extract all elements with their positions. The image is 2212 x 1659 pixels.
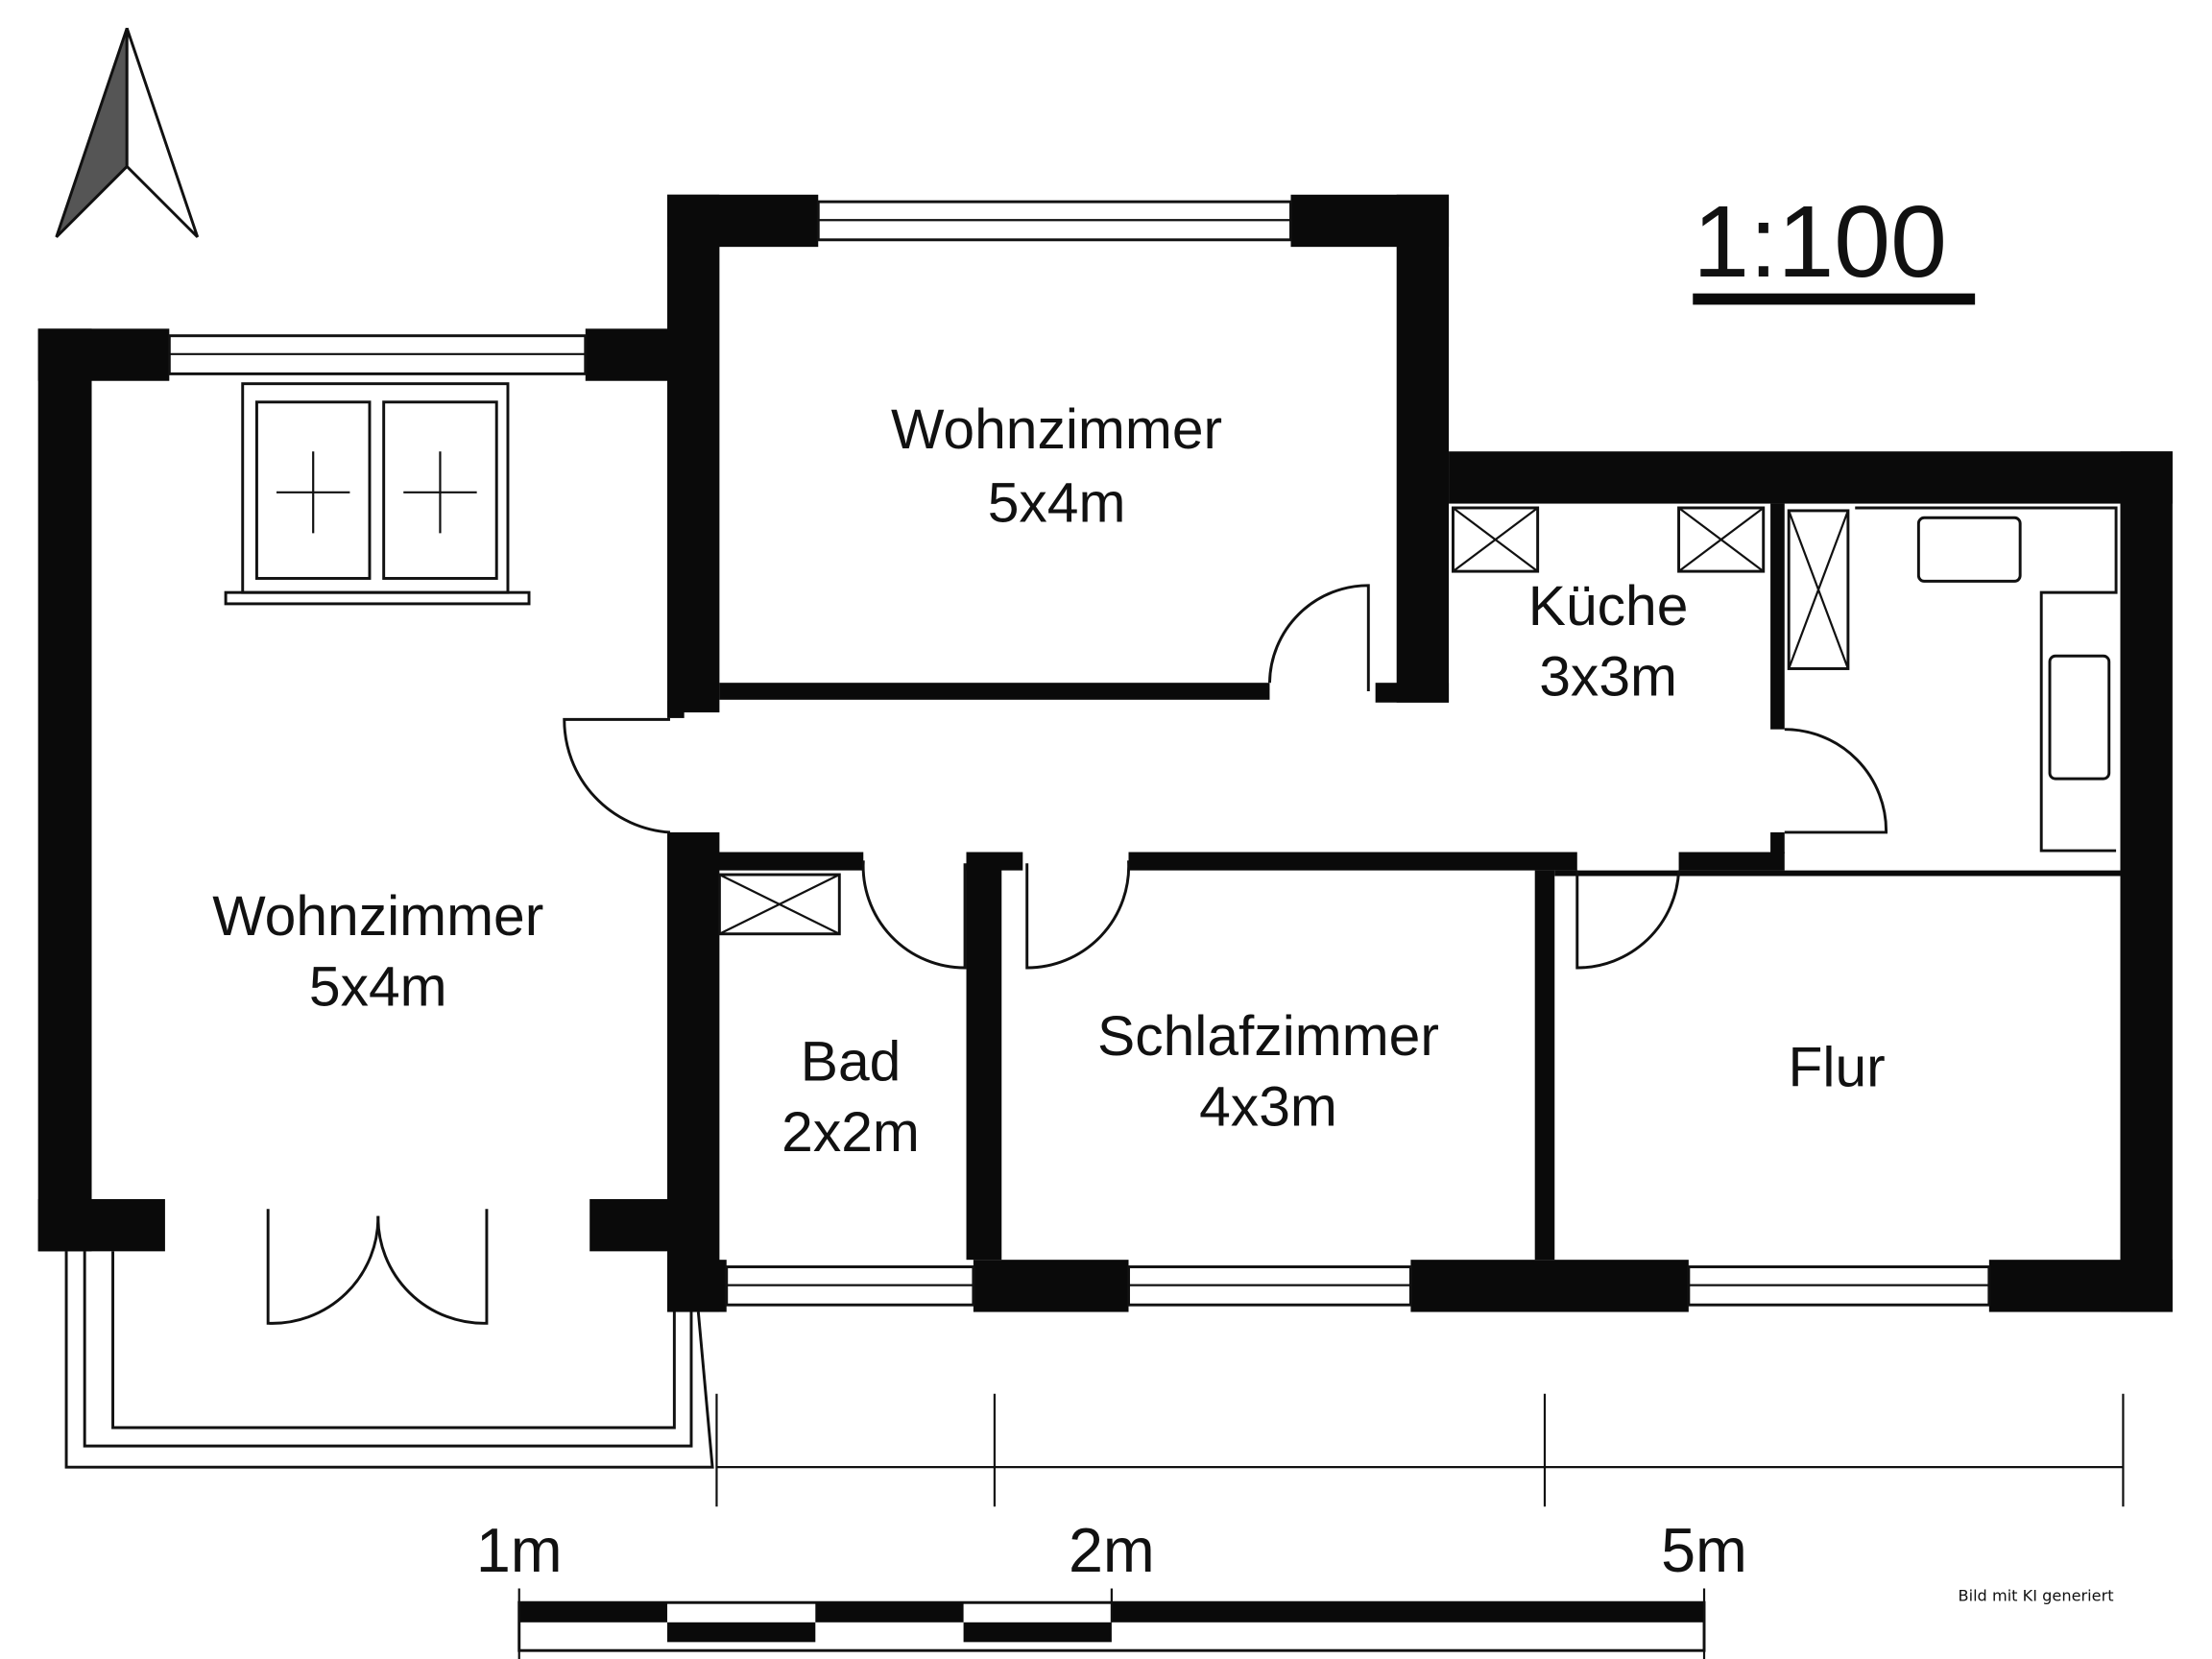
ai-generated-note: Bild mit KI generiert <box>1959 1587 2114 1605</box>
room-kueche: Küche 3x3m <box>1528 575 1689 708</box>
room-bad: Bad 2x2m <box>781 1031 920 1164</box>
svg-text:2m: 2m <box>1069 1515 1155 1585</box>
scale-label: 1:100 <box>1693 185 1976 305</box>
room-schlafzimmer: Schlafzimmer 4x3m <box>1097 1005 1439 1138</box>
svg-text:1m: 1m <box>476 1515 563 1585</box>
svg-text:Bad: Bad <box>801 1031 902 1094</box>
svg-text:3x3m: 3x3m <box>1539 645 1677 708</box>
windows <box>167 200 1991 1307</box>
svg-text:4x3m: 4x3m <box>1199 1076 1337 1139</box>
dimension-line <box>715 1393 2125 1507</box>
balcony <box>64 1251 714 1469</box>
svg-text:5x4m: 5x4m <box>309 956 447 1019</box>
fixtures <box>717 506 2118 936</box>
doors <box>266 584 1888 1325</box>
svg-text:Flur: Flur <box>1789 1036 1886 1098</box>
svg-text:2x2m: 2x2m <box>781 1101 920 1164</box>
room-flur: Flur <box>1789 1036 1886 1098</box>
room-wohnzimmer-upper: Wohnzimmer 5x4m <box>891 398 1222 534</box>
svg-text:Schlafzimmer: Schlafzimmer <box>1097 1005 1439 1068</box>
scale-bar: 1m 2m 5m <box>476 1515 1747 1659</box>
walls <box>37 194 2173 1312</box>
north-arrow-icon <box>55 27 200 238</box>
svg-text:Wohnzimmer: Wohnzimmer <box>212 885 543 948</box>
svg-text:5x4m: 5x4m <box>988 472 1126 535</box>
room-wohnzimmer-left: Wohnzimmer 5x4m <box>212 885 543 1018</box>
svg-text:5m: 5m <box>1661 1515 1747 1585</box>
svg-text:Küche: Küche <box>1528 575 1689 637</box>
svg-text:1:100: 1:100 <box>1693 185 1947 299</box>
svg-text:Wohnzimmer: Wohnzimmer <box>891 398 1222 461</box>
